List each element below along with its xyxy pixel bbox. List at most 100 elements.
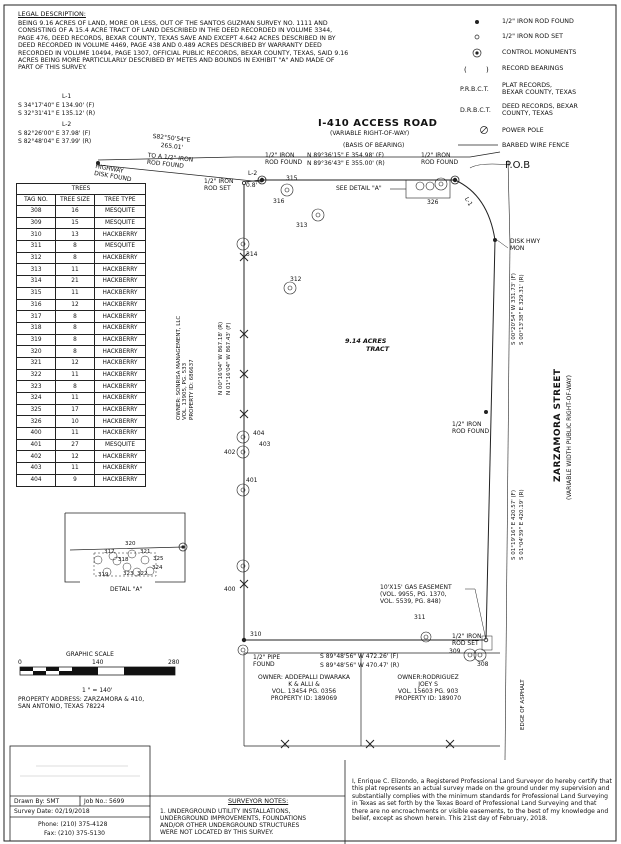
detail-tag-323: 323 (123, 571, 134, 577)
tree-size-cell: 12 (55, 298, 95, 312)
tree-tag-315: 315 (286, 175, 298, 182)
l2-tag: L-2 (248, 170, 258, 177)
tree-tag-401: 401 (246, 477, 258, 484)
north-bearing-record: N 89°36'43" E 355.00' (R) (307, 160, 385, 167)
detail-a-label: DETAIL "A" (110, 586, 143, 593)
south-bearing-record: S 89°48'56" W 470.47' (R) (320, 662, 400, 669)
fax: Fax: (210) 375-5130 (44, 830, 105, 837)
tree-tag-cell: 321 (16, 356, 56, 370)
street-name: ZARZAMORA STREET (553, 368, 563, 482)
owner-southeast: OWNER:RODRIGUEZ JOEY S VOL. 15603 PG. 90… (395, 674, 462, 702)
curve-l2-label: L-2 (62, 121, 72, 128)
tree-type-cell: HACKBERRY (94, 356, 146, 370)
legend-label-record-bearings: RECORD BEARINGS (502, 65, 564, 72)
trees-table-title: TREES (16, 183, 146, 195)
note-1: 1. UNDERGROUND UTILITY INSTALLATIONS, UN… (160, 808, 307, 836)
detail-a-box (64, 512, 188, 583)
job-number: Job No.: 5699 (84, 798, 125, 805)
tree-type-cell: HACKBERRY (94, 415, 146, 429)
scale-tick-280: 280 (168, 659, 180, 666)
tree-type-cell: HACKBERRY (94, 427, 146, 440)
tree-type-cell: HACKBERRY (94, 392, 146, 405)
tree-tag-cell: 314 (16, 275, 56, 288)
north-bearing-field: N 89°36'15" E 354.98' (F) (307, 152, 384, 159)
tree-size-cell: 11 (55, 263, 95, 277)
l1-line (454, 179, 496, 241)
tree-size-cell: 11 (55, 462, 95, 475)
tree-tag-cell: 322 (16, 368, 56, 382)
west-bearing-record: N 00°16'04" W 867.18' (R) (218, 321, 224, 395)
tree-type-cell: HACKBERRY (94, 298, 146, 312)
phone: Phone: (210) 375-4128 (38, 821, 108, 828)
south-bearing-field: S 89°48'56" W 472.26' (F) (320, 653, 399, 660)
road-row: (VARIABLE RIGHT-OF-WAY) (330, 130, 410, 137)
tree-type-cell: HACKBERRY (94, 345, 146, 358)
tree-tag-400: 400 (224, 586, 236, 593)
tree-tag-312: 312 (290, 276, 302, 283)
trees-header-type: TREE TYPE (94, 194, 146, 206)
tree-tag-404: 404 (253, 430, 265, 437)
pipe-found-label: 1/2" PIPE FOUND (253, 654, 281, 668)
legend-abbr-drbct: D.R.B.C.T. (460, 107, 491, 114)
east-boundary-line (485, 239, 496, 641)
tree-size-cell: 8 (55, 310, 95, 323)
edge-of-asphalt-label: EDGE OF ASPHALT (520, 679, 526, 730)
notes-heading: SURVEYOR NOTES: (228, 797, 289, 805)
tree-tag-cell: 317 (16, 310, 56, 323)
tree-tag-cell: 319 (16, 333, 56, 347)
tree-tag-310: 310 (250, 631, 262, 638)
west-bearing-field: N 01°16'04" W 867.43' (F) (226, 322, 232, 395)
tree-type-cell: HACKBERRY (94, 321, 146, 335)
east-upper-record: S 00°13'38" E 329.31' (R) (519, 274, 525, 345)
rod-found-north-east: 1/2" IRON ROD FOUND (421, 152, 459, 166)
legend-label-deed-records: DEED RECORDS, BEXAR COUNTY, TEXAS (502, 103, 578, 118)
tree-tag-cell: 318 (16, 321, 56, 335)
tree-tag-cell: 313 (16, 263, 56, 277)
trees-header-size: TREE SIZE (55, 194, 95, 206)
tie-line (97, 164, 263, 183)
property-address: PROPERTY ADDRESS: ZARZAMORA & 410, SAN A… (18, 696, 145, 710)
legend-label-rod-set: 1/2" IRON ROD SET (502, 33, 563, 40)
tree-size-cell: 12 (55, 356, 95, 370)
detail-tag-322: 322 (137, 571, 148, 577)
legal-heading: LEGAL DESCRIPTION: (18, 10, 86, 18)
tree-type-cell: HACKBERRY (94, 275, 146, 288)
tree-type-cell: HACKBERRY (94, 473, 146, 487)
tree-type-cell: MESQUITE (94, 438, 146, 452)
tree-size-cell: 21 (55, 275, 95, 288)
tree-tag-cell: 323 (16, 380, 56, 393)
tree-tag-cell: 308 (16, 205, 56, 218)
tree-type-cell: MESQUITE (94, 216, 146, 230)
tree-type-cell: HACKBERRY (94, 368, 146, 382)
tree-tag-cell: 320 (16, 345, 56, 358)
tree-tag-308: 308 (477, 661, 489, 668)
tree-tag-314: 314 (246, 251, 258, 258)
tree-tag-326: 326 (427, 199, 439, 206)
tree-size-cell: 8 (55, 345, 95, 358)
road-basis: (BASIS OF BEARING) (343, 142, 405, 149)
tree-tag-cell: 324 (16, 392, 56, 405)
tree-tag-311: 311 (414, 614, 426, 621)
svg-text:(: ( (464, 66, 467, 74)
rod-set-nw: 1/2" IRON ROD SET (204, 178, 234, 192)
tree-size-cell: 8 (55, 240, 95, 253)
tree-size-cell: 11 (55, 368, 95, 382)
tree-type-cell: HACKBERRY (94, 333, 146, 347)
tree-size-cell: 8 (55, 251, 95, 265)
curve-l1-field: S 34°17'40" E 134.90' (F) (18, 102, 95, 109)
east-lower-field: S 01°19'16" E 420.57' (F) (511, 490, 517, 560)
tree-type-cell: HACKBERRY (94, 450, 146, 464)
